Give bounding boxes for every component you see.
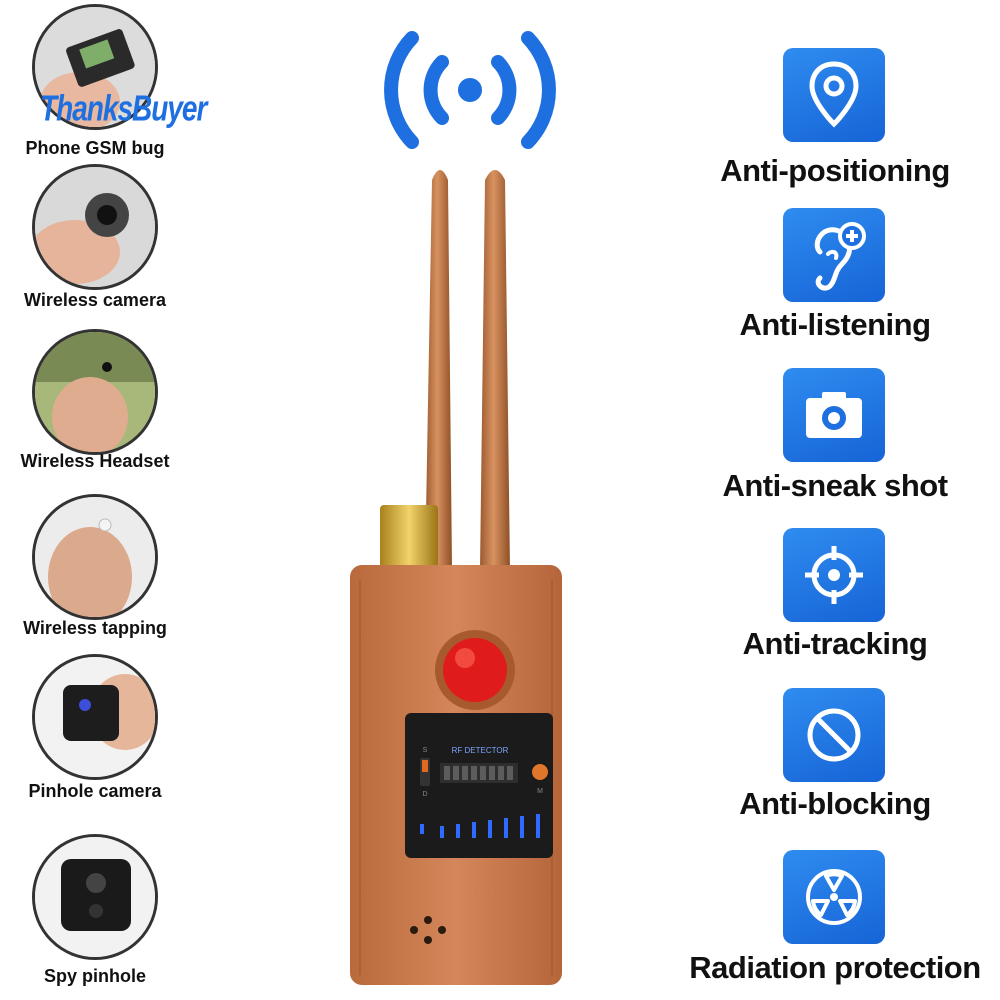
prohibit-icon bbox=[783, 688, 885, 782]
radiation-icon bbox=[783, 850, 885, 944]
watermark-logo: ThanksBuyer bbox=[40, 88, 207, 129]
phone-gsm-bug-image bbox=[32, 4, 158, 130]
feature-label-anti-tracking: Anti-tracking bbox=[742, 626, 928, 661]
spy-pinhole-image bbox=[32, 834, 158, 960]
switch-top-label: S bbox=[423, 747, 428, 754]
left-label-wireless-camera: Wireless camera bbox=[24, 290, 166, 310]
left-label-wireless-headset: Wireless Headset bbox=[20, 451, 170, 471]
pinhole-camera-image bbox=[32, 654, 158, 780]
left-label-phone-gsm-bug: Phone GSM bug bbox=[25, 138, 165, 158]
ear-plus-icon bbox=[783, 208, 885, 302]
left-label-pinhole-camera: Pinhole camera bbox=[28, 781, 162, 801]
feature-label-radiation-protection: Radiation protection bbox=[689, 950, 981, 985]
button-label: M bbox=[537, 788, 543, 795]
location-pin-icon bbox=[783, 48, 885, 142]
switch-bottom-label: D bbox=[422, 791, 427, 798]
wireless-headset-image bbox=[32, 329, 158, 455]
left-label-spy-pinhole: Spy pinhole bbox=[43, 966, 146, 986]
feature-label-anti-blocking: Anti-blocking bbox=[739, 786, 931, 821]
feature-label-anti-listening: Anti-listening bbox=[739, 307, 931, 342]
feature-label-anti-positioning: Anti-positioning bbox=[720, 153, 950, 188]
wireless-camera-image bbox=[32, 164, 158, 290]
panel-title: RF DETECTOR bbox=[452, 746, 509, 755]
wireless-signal-icon bbox=[384, 31, 556, 149]
camera-icon bbox=[783, 368, 885, 462]
rf-detector-device: RF DETECTOR S D M bbox=[350, 170, 562, 985]
feature-label-anti-sneak-shot: Anti-sneak shot bbox=[722, 468, 948, 503]
crosshair-icon bbox=[783, 528, 885, 622]
left-label-wireless-tapping: Wireless tapping bbox=[23, 618, 167, 638]
wireless-tapping-image bbox=[32, 494, 158, 620]
